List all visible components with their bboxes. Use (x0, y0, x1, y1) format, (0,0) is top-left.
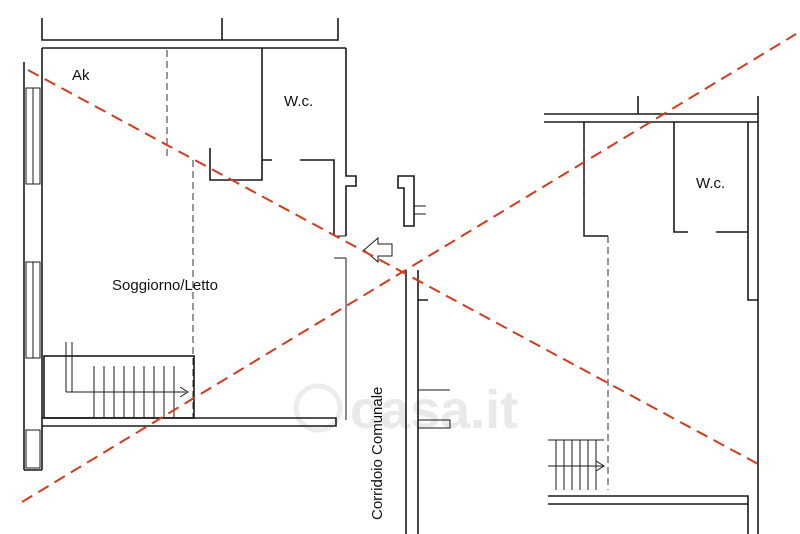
entrance-arrow-icon (363, 236, 393, 264)
cross-line-1 (27, 69, 759, 465)
room-label-living: Soggiorno/Letto (112, 277, 218, 294)
right-unit (544, 96, 759, 534)
watermark-house-icon (293, 383, 343, 433)
room-label-wc-right: W.c. (696, 175, 725, 192)
room-label-ak: Ak (72, 67, 90, 84)
corridor-label: Corridoio Comunale (369, 387, 386, 520)
stair-steps-right (548, 439, 604, 490)
left-unit (23, 18, 357, 471)
room-label-wc-left: W.c. (284, 93, 313, 110)
watermark: casa.it (293, 380, 518, 440)
cross-out-lines (21, 33, 797, 503)
